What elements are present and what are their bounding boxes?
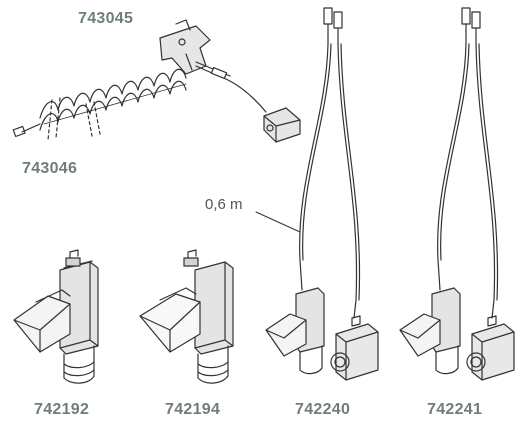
product-code-743046: 743046 <box>22 160 78 177</box>
product-code-742192: 742192 <box>34 401 90 418</box>
product-code-742194: 742194 <box>165 401 221 418</box>
product-code-743045: 743045 <box>78 10 134 27</box>
product-code-742240: 742240 <box>295 401 351 418</box>
camera-742194-drawing <box>139 249 234 384</box>
length-label: 0,6 m <box>205 196 243 213</box>
camera-742240-drawing <box>265 7 379 381</box>
camera-742241-drawing <box>399 7 515 381</box>
length-leader-line <box>255 211 301 233</box>
camera-742192-drawing <box>13 249 99 384</box>
product-code-742241: 742241 <box>427 401 483 418</box>
coiled-cable-drawing <box>12 19 301 143</box>
